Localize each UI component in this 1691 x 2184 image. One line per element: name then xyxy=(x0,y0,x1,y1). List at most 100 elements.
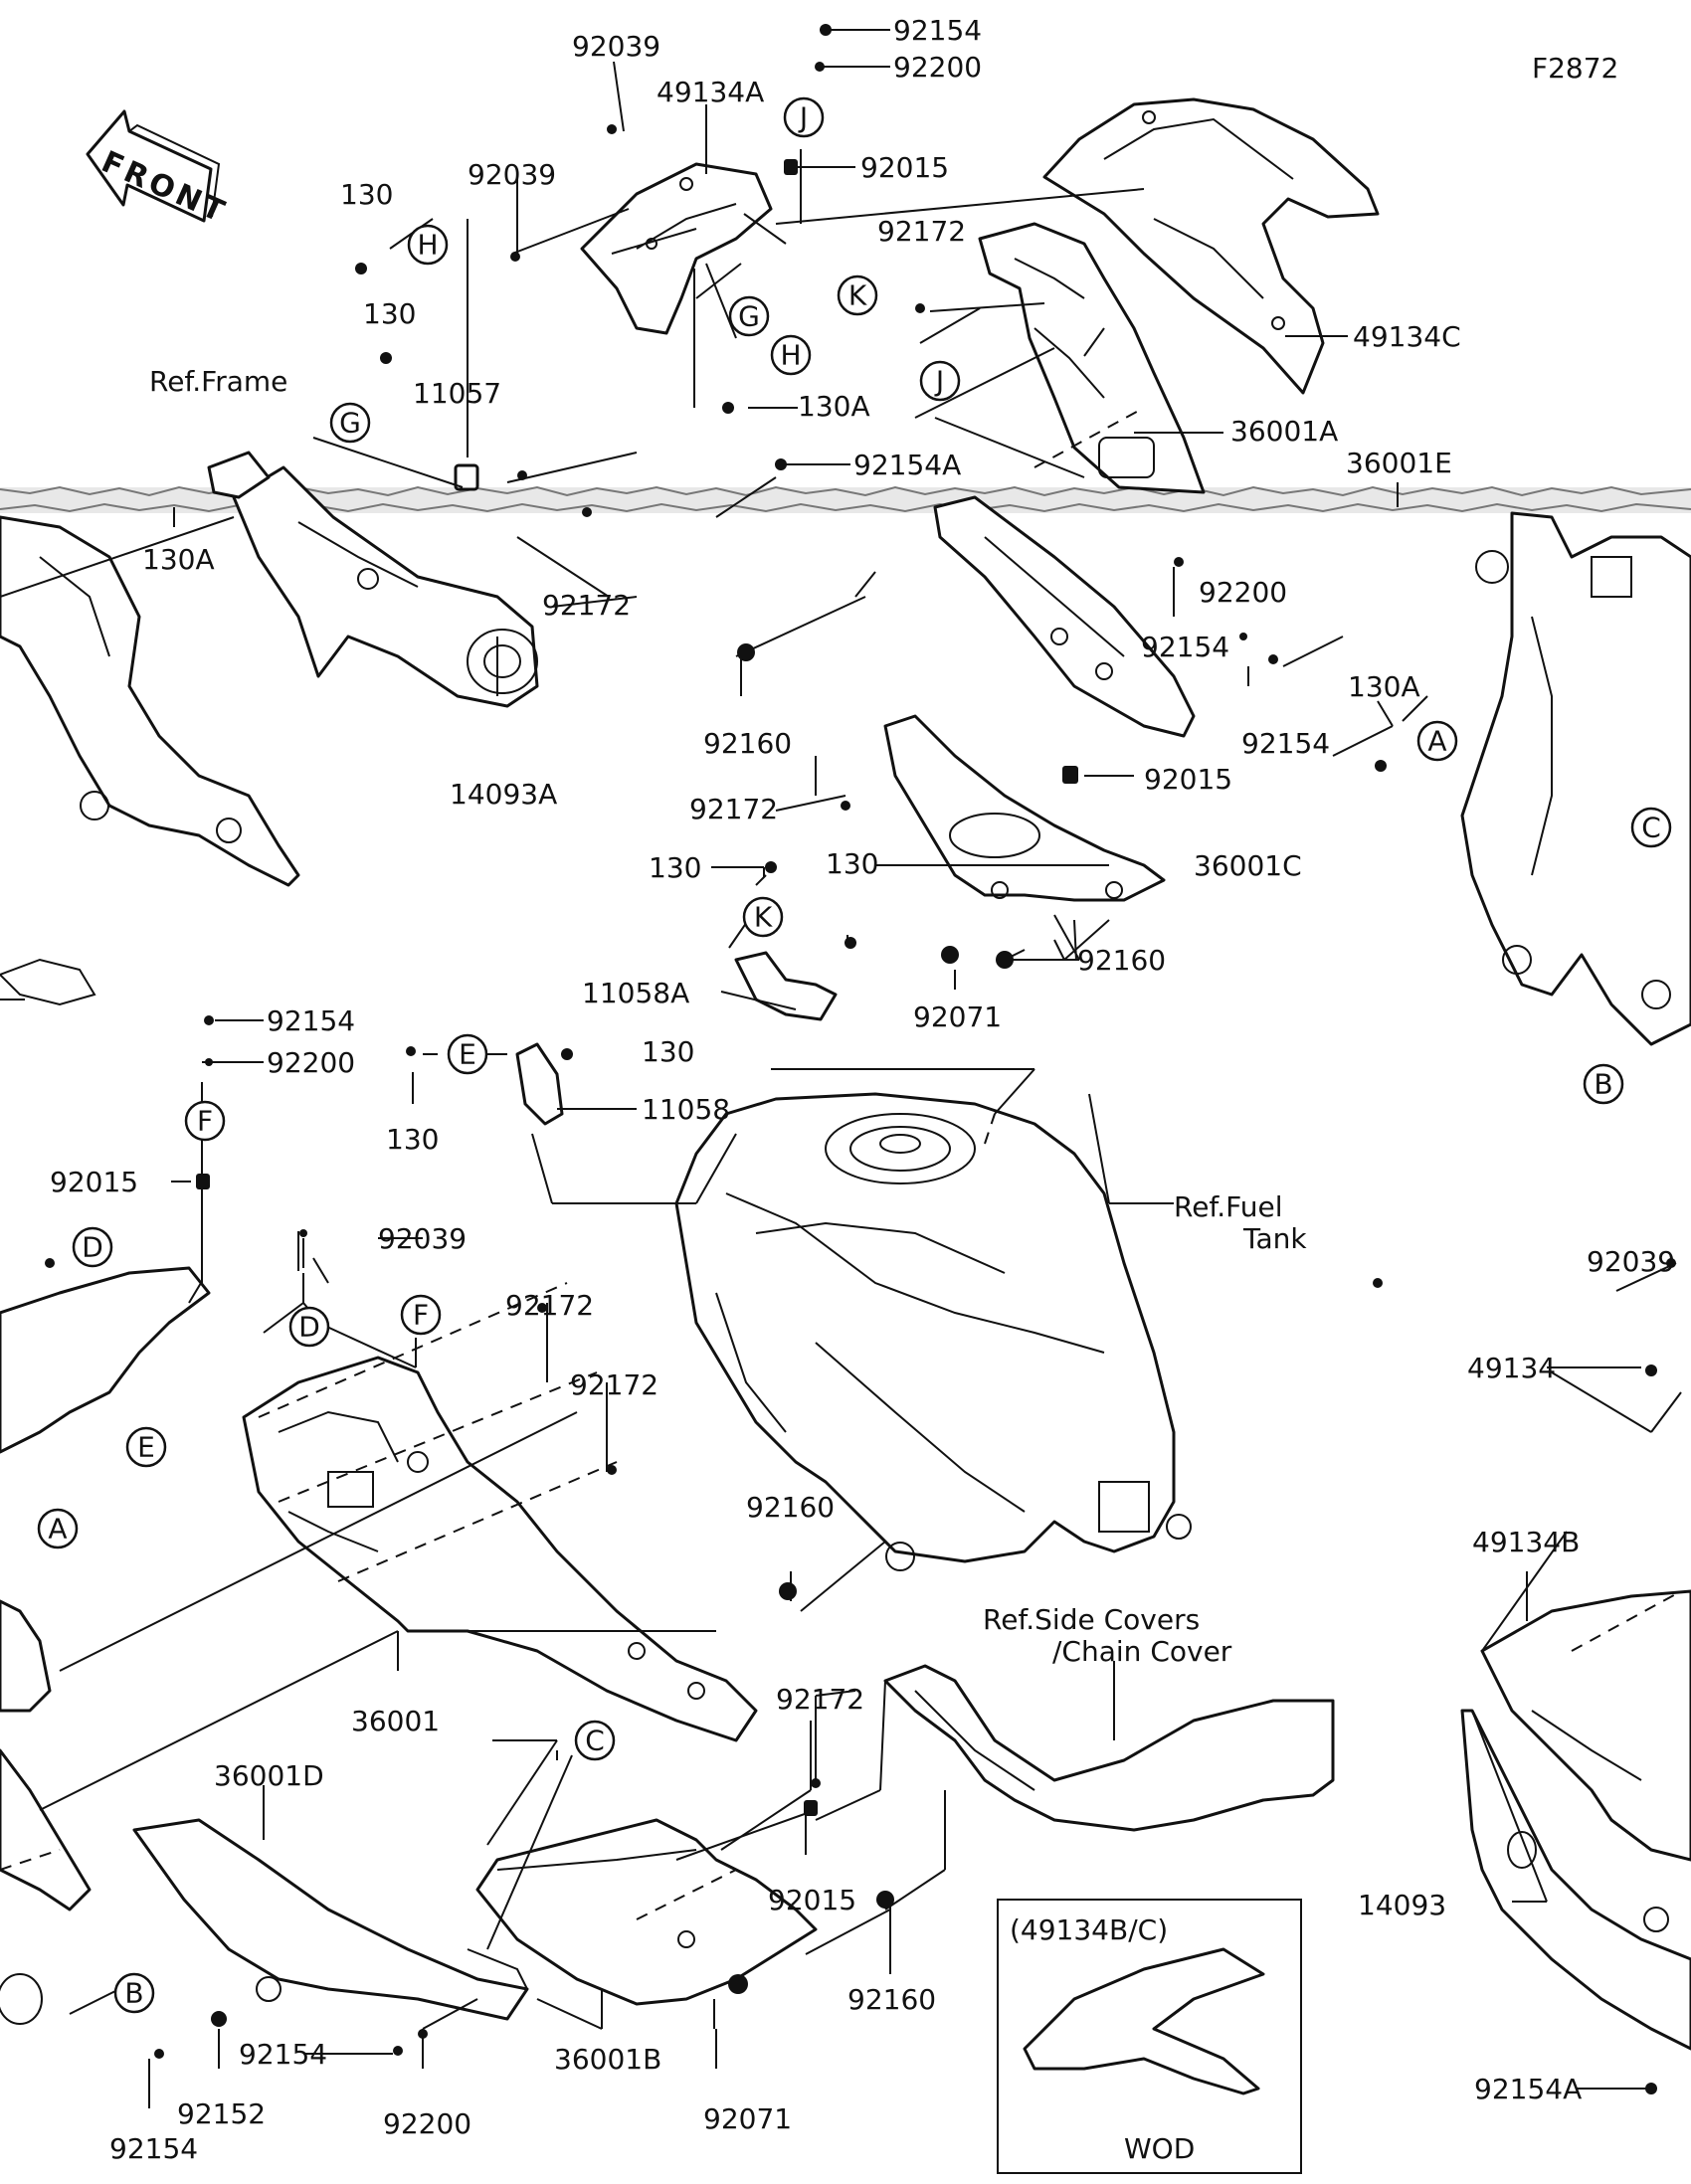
part-14093a-side-cover xyxy=(232,465,539,708)
callout-h: H xyxy=(770,334,812,376)
part-left-cowl-pieces xyxy=(0,1266,211,2025)
part-label: 92015 xyxy=(768,1884,856,1916)
inset-panel: (49134B/C) WOD xyxy=(997,1899,1302,2174)
part-36001-inner-cowl xyxy=(242,1356,758,1742)
part-label: 14093 xyxy=(1358,1889,1446,1921)
svg-text:C: C xyxy=(1641,812,1661,844)
part-label: 11057 xyxy=(413,377,501,410)
callout-e: E xyxy=(447,1033,488,1075)
svg-text:D: D xyxy=(298,1311,320,1344)
part-label: 36001E xyxy=(1346,447,1452,479)
part-label: 130A xyxy=(1348,670,1420,703)
part-label: 92015 xyxy=(50,1166,138,1198)
svg-text:J: J xyxy=(934,365,944,398)
callout-j: J xyxy=(783,96,825,138)
callout-c: C xyxy=(1630,807,1672,848)
svg-text:E: E xyxy=(459,1038,476,1071)
callout-c: C xyxy=(574,1720,616,1761)
svg-text:F: F xyxy=(197,1105,213,1138)
part-label: 92200 xyxy=(1199,576,1287,609)
callout-j: J xyxy=(919,360,961,402)
callout-a: A xyxy=(37,1508,79,1549)
part-label: 49134A xyxy=(657,76,764,108)
part-36001b-lower-panel xyxy=(475,1818,818,2006)
inset-note: WOD xyxy=(1124,2132,1195,2165)
part-label: 49134C xyxy=(1353,320,1461,353)
callout-a: A xyxy=(1416,720,1458,762)
part-label: 49134 xyxy=(1467,1352,1556,1384)
part-label: 92152 xyxy=(177,2097,266,2130)
part-label: 36001C xyxy=(1194,849,1302,882)
part-label: 130 xyxy=(363,297,416,330)
part-label: 92154 xyxy=(239,2038,327,2071)
svg-text:E: E xyxy=(137,1431,155,1464)
svg-text:K: K xyxy=(754,901,773,934)
part-label: 92160 xyxy=(847,1983,936,2016)
part-49134a-cowl xyxy=(580,162,773,335)
part-label: 92154 xyxy=(1141,631,1229,663)
callout-g: G xyxy=(728,295,770,337)
part-label: 92039 xyxy=(378,1222,467,1255)
part-label: 130 xyxy=(642,1035,694,1068)
part-label: 92154 xyxy=(267,1004,355,1037)
front-arrow-badge: FRONT xyxy=(86,109,233,231)
svg-text:H: H xyxy=(417,229,438,262)
part-fuel-tank xyxy=(674,1092,1192,1571)
callout-f: F xyxy=(400,1294,442,1336)
part-label: 130 xyxy=(826,847,878,880)
part-label: Tank xyxy=(1242,1222,1307,1255)
part-label: 130 xyxy=(386,1123,439,1156)
part-label: 92200 xyxy=(893,51,982,84)
leader-lines xyxy=(0,29,1682,2108)
callout-b: B xyxy=(1583,1063,1624,1105)
callout-circles: J H K G H J G A C K E B F D F D E A C B xyxy=(37,96,1672,2014)
part-label: 92071 xyxy=(913,1001,1002,1033)
callout-d: D xyxy=(72,1226,113,1268)
svg-text:H: H xyxy=(780,339,801,372)
part-label: 92039 xyxy=(468,158,556,191)
part-label: Ref.Frame xyxy=(149,365,287,398)
part-label: 92172 xyxy=(505,1289,594,1322)
part-label: 92071 xyxy=(703,2102,792,2135)
svg-text:F: F xyxy=(413,1299,429,1332)
part-label: 92200 xyxy=(267,1046,355,1079)
part-36001c-lower-panel xyxy=(883,714,1166,902)
svg-text:G: G xyxy=(339,407,361,440)
part-label: 92154 xyxy=(1241,727,1330,760)
part-label: 11058A xyxy=(582,977,689,1009)
callout-g: G xyxy=(329,402,371,444)
part-36001d-lower-panel xyxy=(132,1818,529,2021)
callout-b: B xyxy=(113,1972,155,2014)
svg-text:B: B xyxy=(124,1977,143,2010)
svg-text:K: K xyxy=(848,279,867,312)
part-label: 92039 xyxy=(1587,1245,1675,1278)
part-36001e-bracket xyxy=(933,495,1196,738)
part-label: Ref.Fuel xyxy=(1174,1190,1282,1223)
part-label: 130 xyxy=(340,178,393,211)
callout-k: K xyxy=(837,274,878,316)
part-14093-side-cover xyxy=(1460,1709,1691,2051)
part-side-cover-ref xyxy=(883,1664,1335,1832)
fasteners xyxy=(45,24,1676,2094)
part-label: 36001D xyxy=(214,1759,324,1792)
svg-text:C: C xyxy=(585,1725,605,1757)
svg-text:G: G xyxy=(738,300,760,333)
part-label: 36001A xyxy=(1230,415,1338,448)
part-label: 92172 xyxy=(542,589,631,622)
part-label: 92154 xyxy=(893,14,982,47)
part-small-brackets xyxy=(454,463,838,1126)
svg-text:B: B xyxy=(1594,1068,1612,1101)
part-label: 92160 xyxy=(746,1491,835,1524)
part-label: 49134B xyxy=(1472,1526,1580,1558)
part-label: 130A xyxy=(798,390,870,423)
part-label: Ref.Side Covers xyxy=(983,1603,1200,1636)
part-label: 92160 xyxy=(703,727,792,760)
part-label: 11058 xyxy=(642,1093,730,1126)
part-label: 92039 xyxy=(572,30,660,63)
part-label: 92172 xyxy=(570,1368,658,1401)
part-frame-left xyxy=(0,451,300,1006)
part-label: 92154A xyxy=(1474,2073,1582,2105)
part-label: 36001B xyxy=(554,2043,661,2076)
callout-e: E xyxy=(125,1426,167,1468)
